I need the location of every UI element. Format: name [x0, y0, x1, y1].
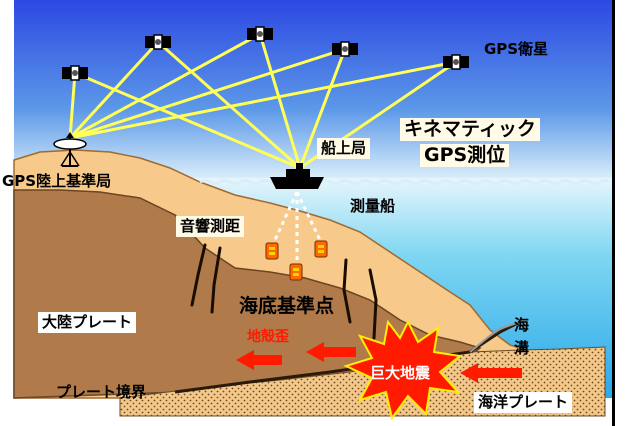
satellite-icon [62, 65, 88, 81]
kinematic-label-line2: GPS測位 [420, 144, 510, 167]
transponder-icon [289, 263, 303, 281]
explosion-icon [343, 319, 463, 421]
ground-antenna-icon [53, 132, 87, 167]
onboard-station-label: 船上局 [317, 138, 371, 159]
continental-plate-label: 大陸プレート [38, 312, 137, 333]
gps-satellites-label: GPS衛星 [484, 40, 549, 58]
crustal-strain-label: 地殻歪 [247, 329, 289, 345]
transponder-icon [265, 242, 279, 260]
arrow-icon [460, 363, 522, 383]
transponder-icon [314, 240, 328, 258]
crustal-faults [190, 243, 378, 340]
satellite-icon [247, 26, 273, 42]
arrow-icon [306, 342, 356, 362]
trench-label-line1: 海 [514, 316, 530, 334]
oceanic-plate-label: 海洋プレート [474, 392, 573, 413]
satellite-icon [145, 34, 171, 50]
plate-boundary-label: プレート境界 [56, 383, 147, 401]
arrow-icon [236, 350, 282, 370]
signal-lines [68, 32, 457, 170]
kinematic-label-line1: キネマティック [400, 118, 540, 141]
water-surface [199, 179, 611, 185]
satellite-icon [443, 54, 469, 70]
trench-label-line2: 溝 [514, 339, 530, 357]
seafloor-points-label: 海底基準点 [239, 295, 335, 317]
land-station-label: GPS陸上基準局 [2, 172, 112, 190]
satellite-icon [332, 41, 358, 57]
great-earthquake-label: 巨大地震 [370, 364, 431, 382]
ship-icon [270, 163, 324, 189]
trench-line [469, 319, 526, 353]
frame-border [612, 0, 615, 426]
acoustic-signal [273, 191, 322, 260]
acoustic-ranging-label: 音響測距 [176, 216, 245, 237]
survey-ship-label: 測量船 [350, 197, 396, 215]
